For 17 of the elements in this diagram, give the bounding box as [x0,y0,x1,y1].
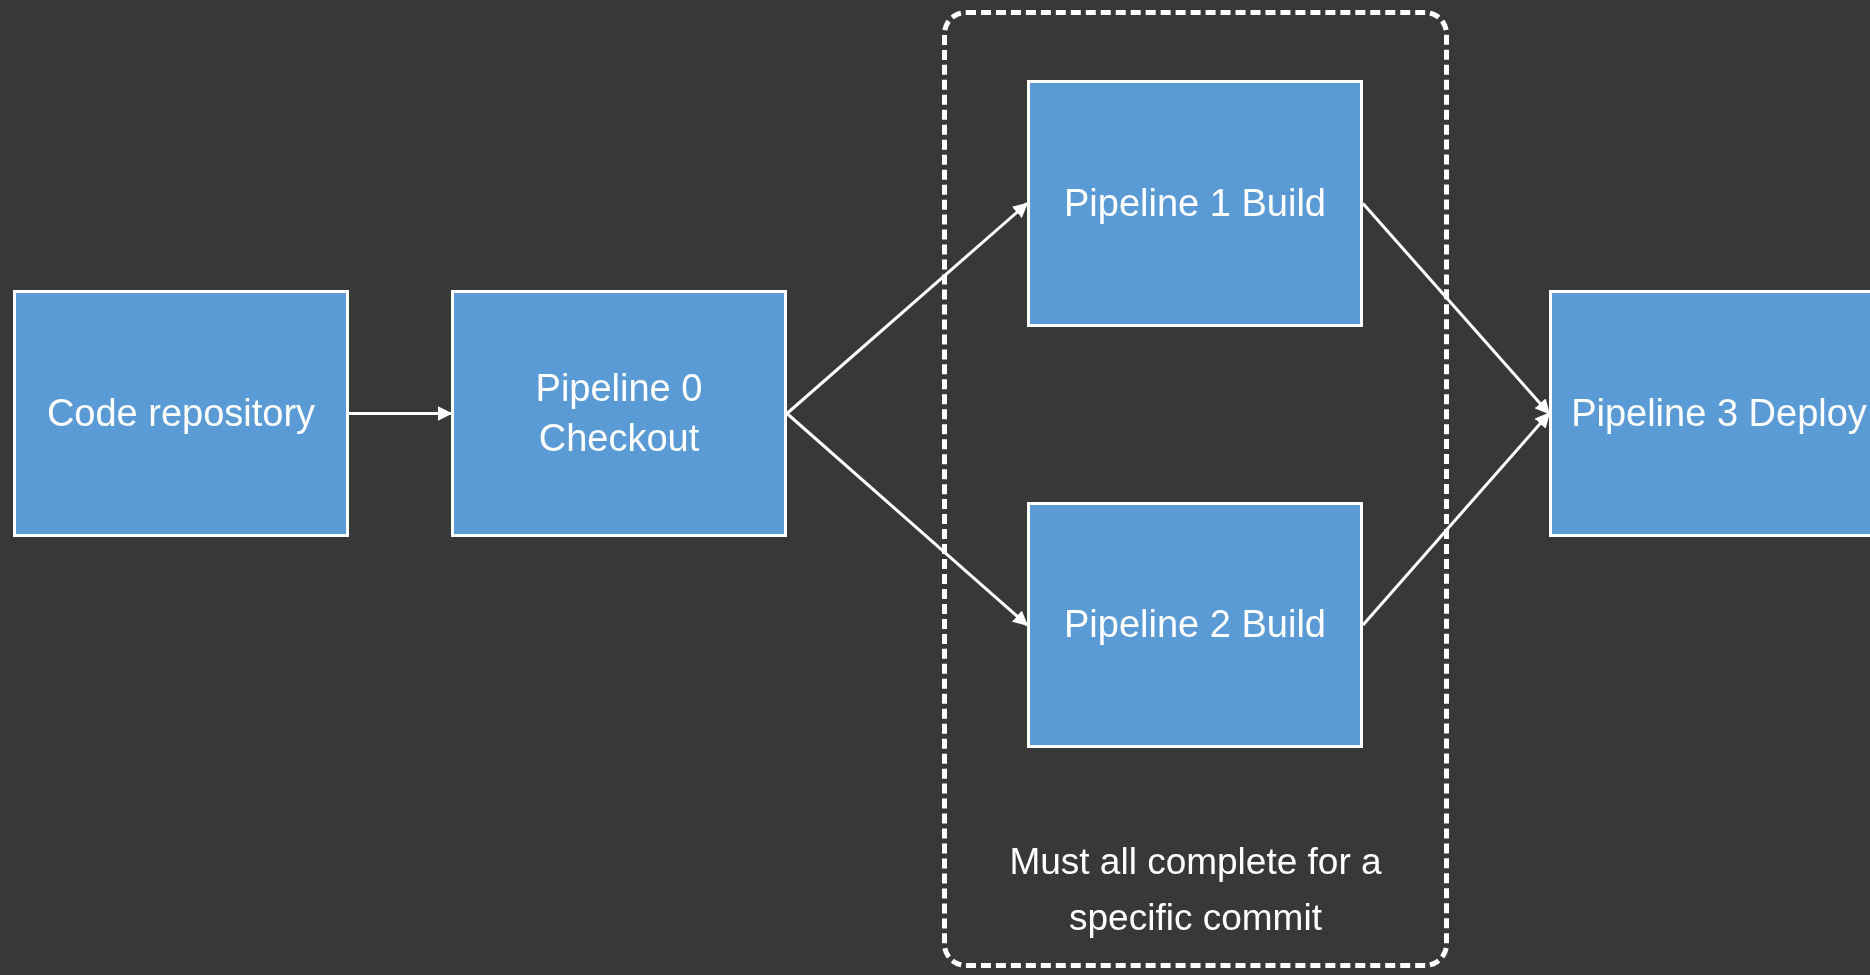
arrow [786,412,1029,627]
arrow [349,406,453,421]
arrow [786,202,1029,415]
process-box [1549,290,1870,537]
process-box [1027,80,1363,327]
process-box [13,290,349,537]
dashed-group-frame [942,10,1449,968]
box-label: Code repository [45,390,317,436]
group-caption: Must all complete for a specific commit [1008,840,1383,940]
box-label: Pipeline 0 Checkout [534,366,704,461]
box-label: Pipeline 1 Build [1063,180,1327,226]
arrow [1361,202,1551,415]
process-box [1027,502,1363,748]
arrow [1361,412,1551,626]
process-box [451,290,787,537]
box-label: Pipeline 2 Build [1063,602,1327,648]
box-label: Pipeline 3 Deploy [1570,390,1868,436]
